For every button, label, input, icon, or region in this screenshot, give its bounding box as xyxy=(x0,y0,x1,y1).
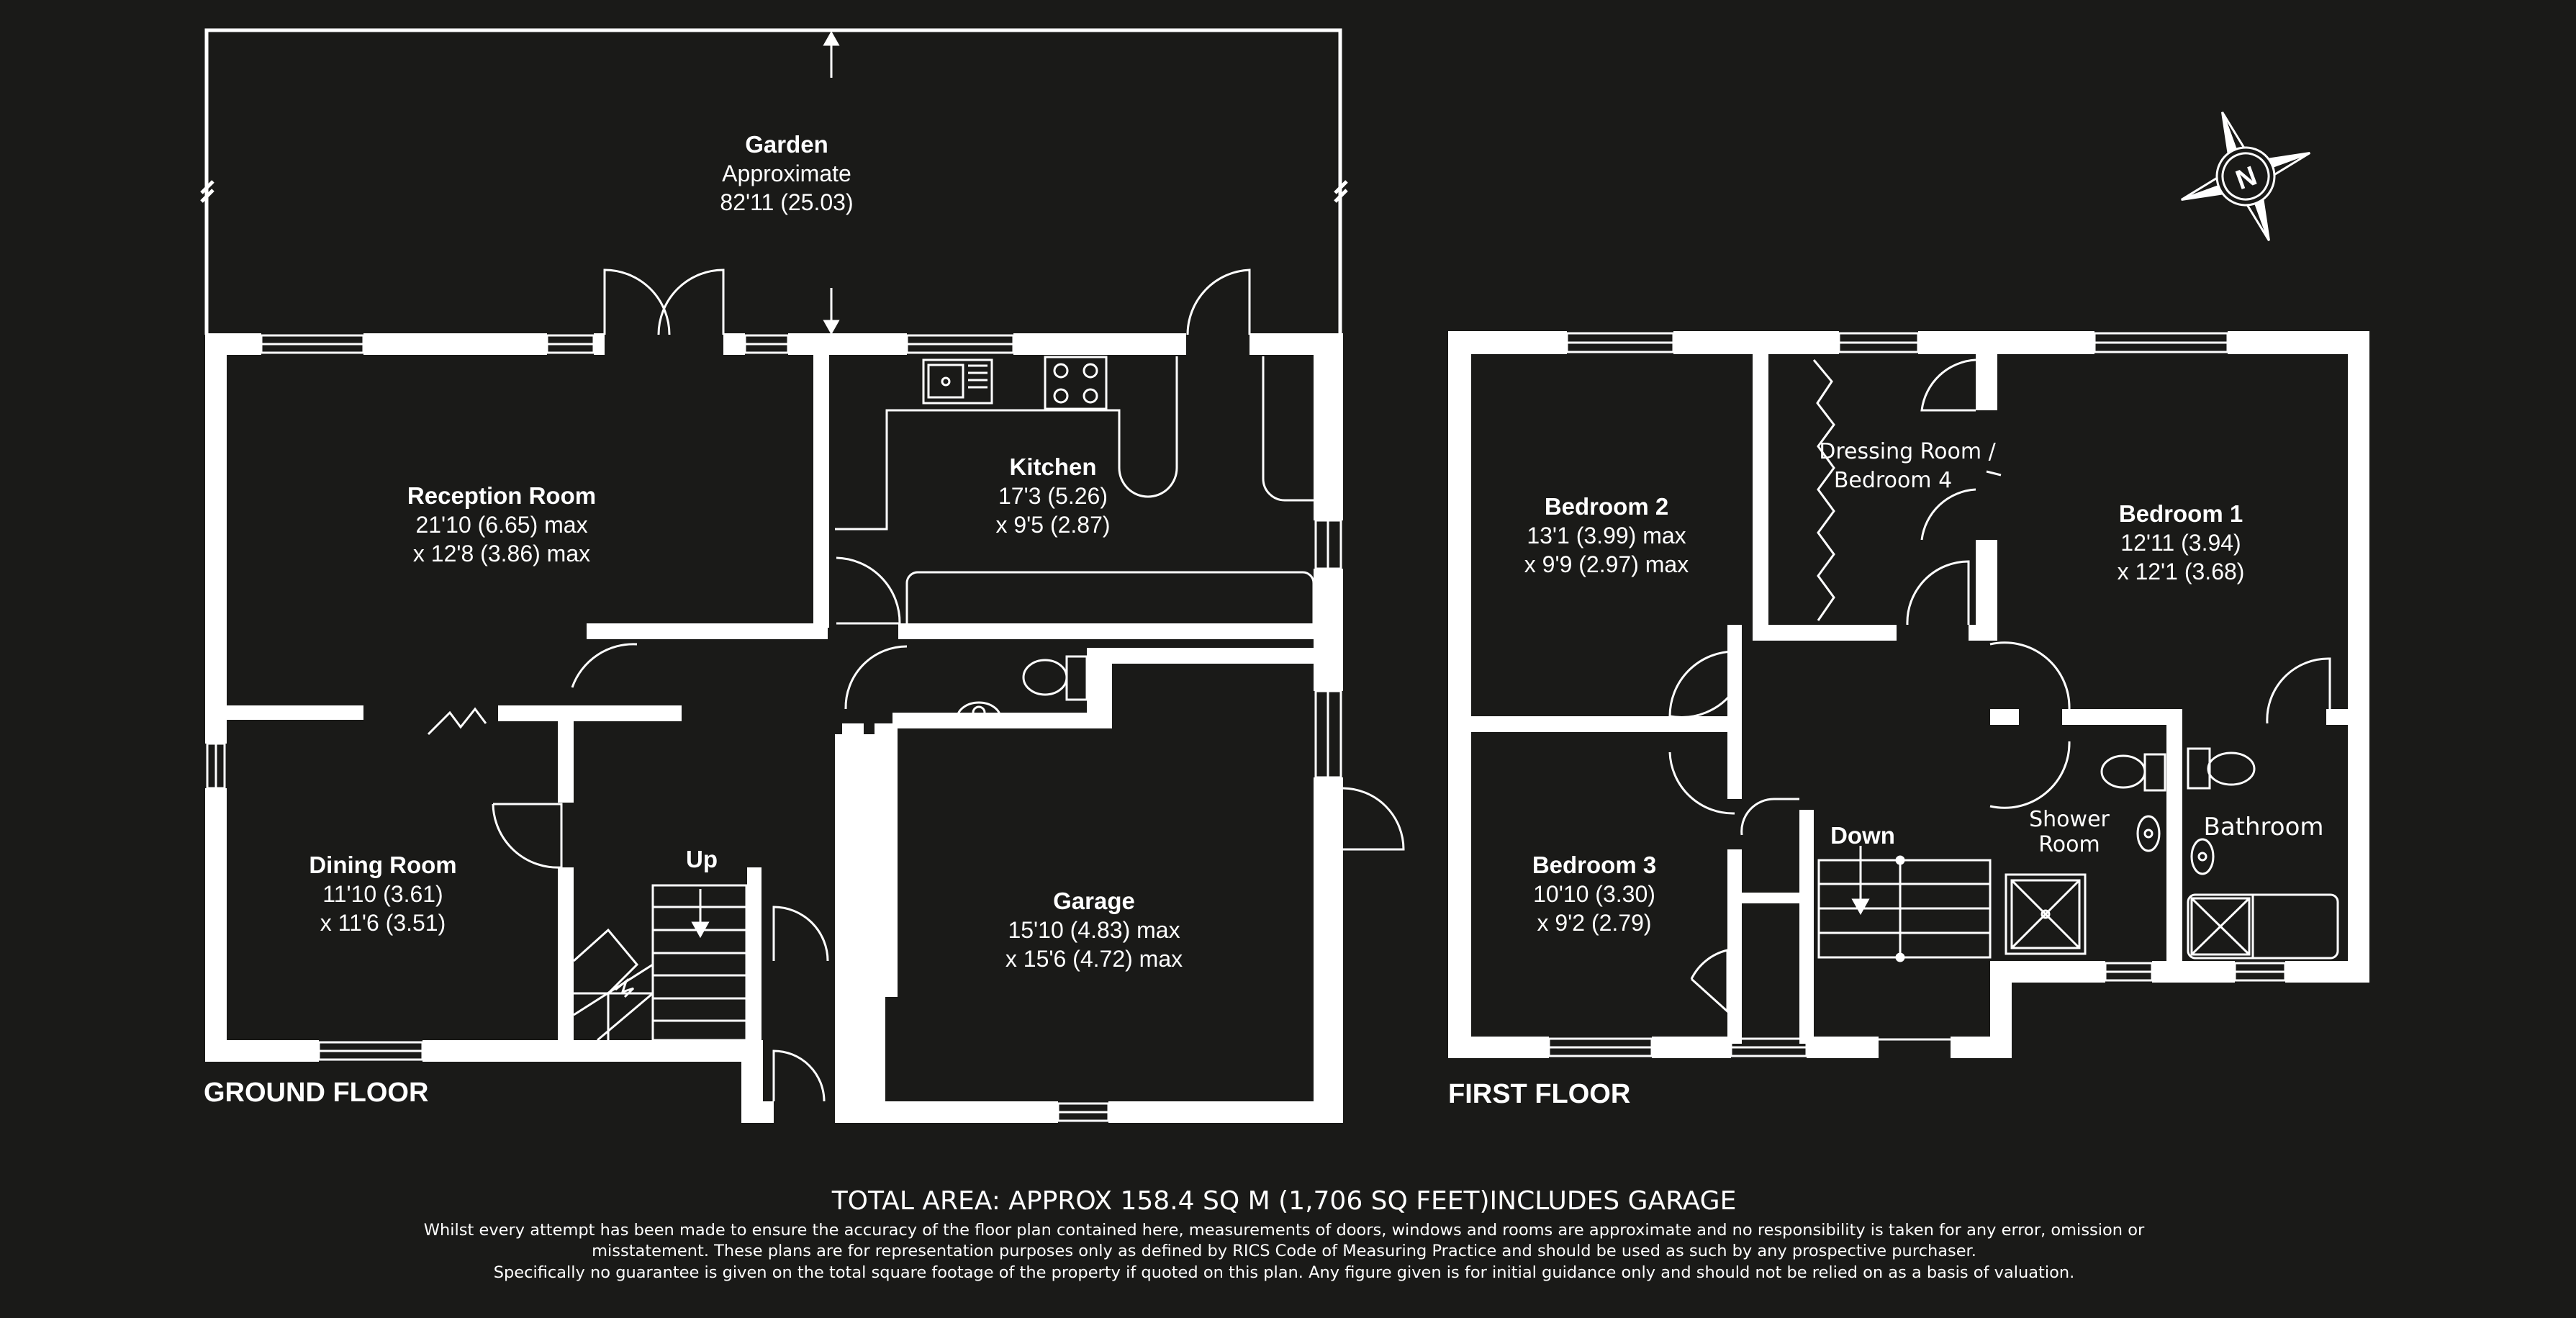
bath-icon xyxy=(2187,893,2339,960)
cloakroom-fittings xyxy=(956,655,1088,720)
ground-floor-walls xyxy=(205,333,1343,1123)
ground-floor-stairs xyxy=(572,884,748,1042)
kitchen-dim-2: x 9'5 (2.87) xyxy=(995,512,1110,538)
bedroom-2-dim-2: x 9'9 (2.97) max xyxy=(1524,551,1689,577)
garage-dim-2: x 15'6 (4.72) max xyxy=(1005,946,1183,972)
kitchen-label: Kitchen xyxy=(1009,453,1096,480)
shower-tray-icon xyxy=(2005,873,2087,955)
first-floor-walls xyxy=(1448,331,2369,1058)
basin-icon xyxy=(956,701,1002,719)
first-floor-doors xyxy=(1668,358,2331,1014)
garden-boundary xyxy=(200,28,1348,335)
bedroom-3-dim-1: 10'10 (3.30) xyxy=(1533,881,1655,907)
kitchen-dim-1: 17'3 (5.26) xyxy=(998,483,1108,509)
dining-room-dim-1: 11'10 (3.61) xyxy=(322,881,443,907)
footer: TOTAL AREA: APPROX 158.4 SQ M (1,706 SQ … xyxy=(424,1186,2145,1282)
shower-room-label-1: Shower xyxy=(2029,807,2110,832)
toilet-icon xyxy=(2207,751,2256,786)
bedroom-4-label: Bedroom 4 xyxy=(1834,468,1952,493)
bedroom-1-dim-1: 12'11 (3.94) xyxy=(2120,530,2241,556)
bedroom-3-label: Bedroom 3 xyxy=(1532,852,1656,878)
bathroom-label: Bathroom xyxy=(2204,813,2324,841)
bedroom-1-dim-2: x 12'1 (3.68) xyxy=(2118,559,2245,584)
room-labels: Garden Approximate 82'11 (25.03) Recepti… xyxy=(309,131,2323,972)
stairs-up-label: Up xyxy=(686,846,718,872)
garage-label: Garage xyxy=(1053,888,1135,914)
reception-room-label: Reception Room xyxy=(407,482,596,509)
garden-label: Garden xyxy=(745,131,828,158)
bedroom-1-label: Bedroom 1 xyxy=(2119,500,2243,527)
first-floor-windows xyxy=(1547,332,2287,1057)
total-area: TOTAL AREA: APPROX 158.4 SQ M (1,706 SQ … xyxy=(831,1186,1737,1216)
hob-icon xyxy=(1044,356,1108,410)
garage-dim-1: 15'10 (4.83) max xyxy=(1008,917,1180,943)
compass-icon xyxy=(2180,111,2311,242)
garden-dimension-arrow xyxy=(823,30,840,335)
first-floor-stairs xyxy=(1817,846,1992,962)
bedroom-2-dim-1: 13'1 (3.99) max xyxy=(1527,523,1686,549)
bathroom-fittings xyxy=(2005,747,2339,960)
ground-floor-windows xyxy=(206,334,1342,1122)
ground-floor-plan xyxy=(200,28,1405,1123)
sink-icon xyxy=(922,358,993,405)
disclaimer-line-2: misstatement. These plans are for repres… xyxy=(592,1242,1976,1260)
dining-room-dim-2: x 11'6 (3.51) xyxy=(320,910,446,936)
disclaimer-line-1: Whilst every attempt has been made to en… xyxy=(424,1221,2145,1240)
garden-dim-2: 82'11 (25.03) xyxy=(720,189,853,215)
ground-floor-title: GROUND FLOOR xyxy=(204,1078,428,1108)
disclaimer-line-3: Specifically no guarantee is given on th… xyxy=(494,1263,2075,1282)
ground-floor-doors xyxy=(427,268,1405,1102)
bedroom-3-dim-2: x 9'2 (2.79) xyxy=(1537,910,1651,936)
first-floor-title: FIRST FLOOR xyxy=(1448,1079,1630,1109)
reception-room-dim-2: x 12'8 (3.86) max xyxy=(413,541,590,567)
kitchen-fittings xyxy=(835,356,1315,623)
basin-icon xyxy=(2136,815,2161,852)
dining-room-label: Dining Room xyxy=(309,852,456,878)
shower-room-label-2: Room xyxy=(2038,832,2100,857)
basin-icon xyxy=(2190,838,2215,875)
bedroom-2-label: Bedroom 2 xyxy=(1545,493,1668,520)
reception-room-dim-1: 21'10 (6.65) max xyxy=(415,512,587,538)
garden-dim-1: Approximate xyxy=(722,161,851,186)
first-floor-plan xyxy=(1448,331,2369,1058)
stairs-down-label: Down xyxy=(1830,822,1895,849)
dressing-room-label: Dressing Room / xyxy=(1819,439,1996,464)
